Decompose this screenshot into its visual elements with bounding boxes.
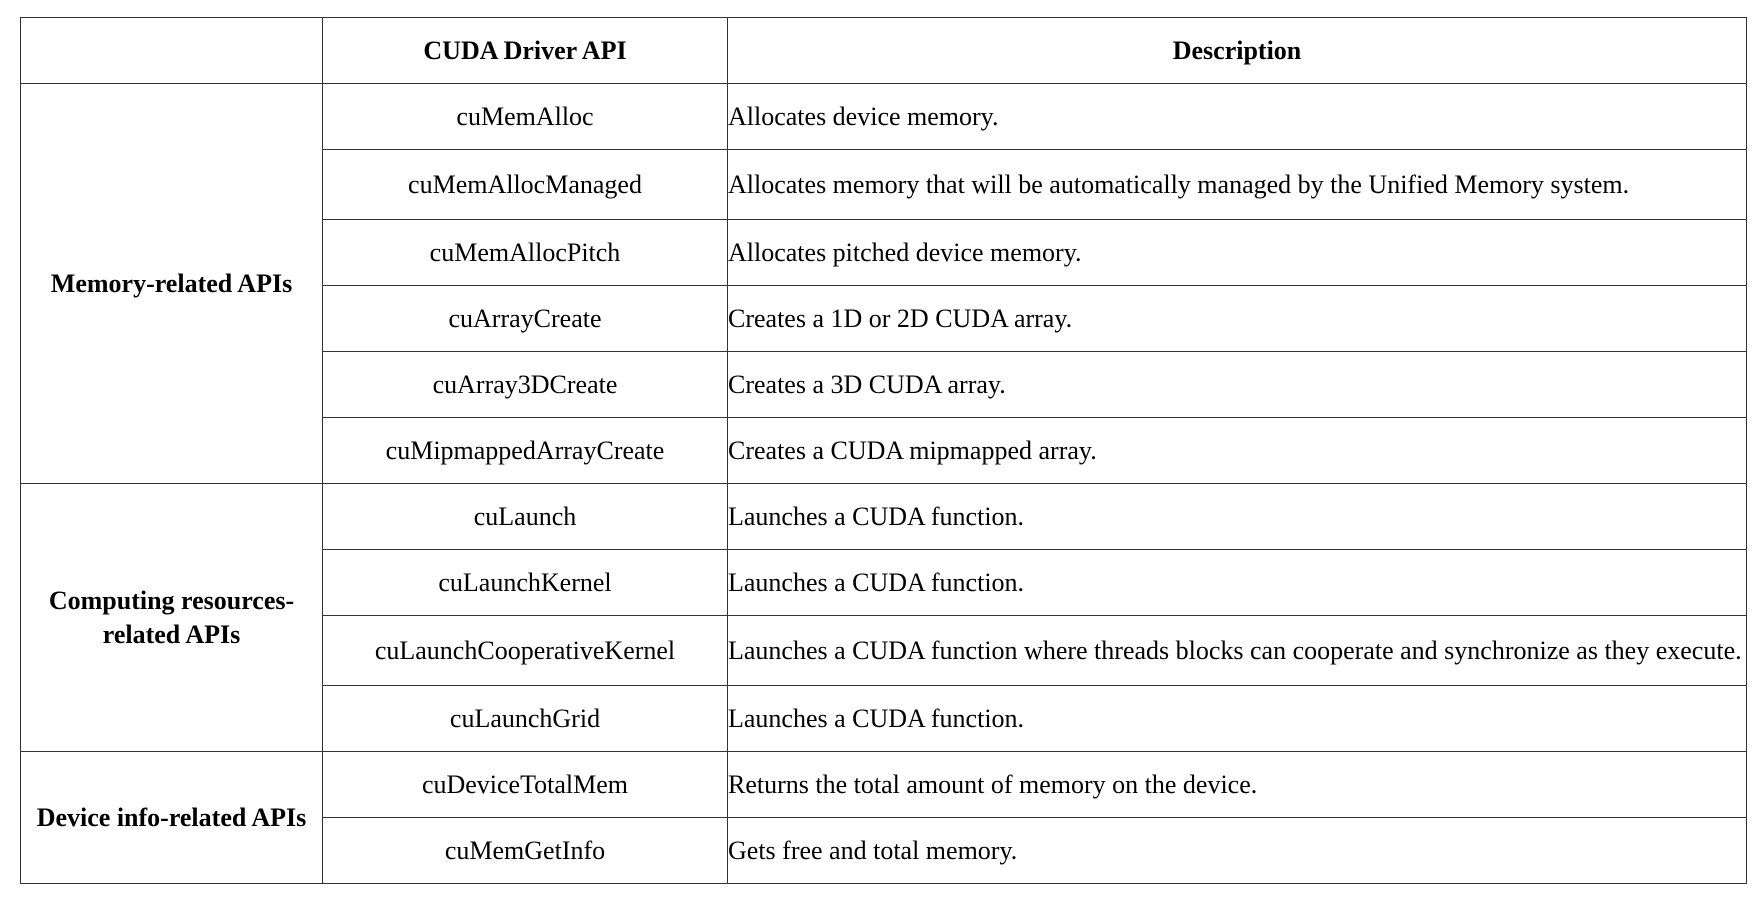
api-name: cuLaunchCooperativeKernel [322,615,728,686]
api-description: Launches a CUDA function. [727,685,1747,752]
api-name: cuLaunchGrid [322,685,728,752]
api-name: cuMemAllocManaged [322,149,728,220]
table-row: cuArrayCreate Creates a 1D or 2D CUDA ar… [21,285,1747,352]
group-label-memory: Memory-related APIs [20,83,323,484]
cuda-driver-api-table: CUDA Driver API Description Memory-relat… [20,17,1747,884]
api-description: Allocates memory that will be automatica… [727,149,1747,220]
header-row: CUDA Driver API Description [20,17,1747,84]
table-row: Device info-related APIs cuDeviceTotalMe… [20,751,1747,884]
api-name: cuLaunchKernel [322,549,728,616]
header-group [20,17,323,84]
header-description: Description [727,17,1747,84]
api-name: cuMemGetInfo [322,817,728,884]
api-description: Creates a 1D or 2D CUDA array. [727,285,1747,352]
api-name: cuArray3DCreate [322,351,728,418]
table-row: cuArray3DCreate Creates a 3D CUDA array. [21,351,1747,418]
header-api: CUDA Driver API [322,17,728,84]
api-name: cuLaunch [322,483,728,550]
api-description: Launches a CUDA function where threads b… [727,615,1747,686]
api-name: cuMemAllocPitch [322,219,728,286]
api-description: Gets free and total memory. [727,817,1747,884]
api-description: Returns the total amount of memory on th… [727,751,1747,818]
table-row: cuLaunchCooperativeKernel Launches a CUD… [21,615,1747,686]
table-row: cuLaunchGrid Launches a CUDA function. [21,685,1747,752]
api-name: cuArrayCreate [322,285,728,352]
table-row: Computing resources-related APIs cuLaunc… [20,483,1747,752]
table-row: cuMipmappedArrayCreate Creates a CUDA mi… [21,417,1747,484]
api-name: cuMemAlloc [322,83,728,150]
api-description: Launches a CUDA function. [727,483,1747,550]
table-row: cuLaunchKernel Launches a CUDA function. [21,549,1747,616]
api-description: Allocates pitched device memory. [727,219,1747,286]
table-row: cuMemGetInfo Gets free and total memory. [21,817,1747,884]
api-description: Allocates device memory. [727,83,1747,150]
api-description: Creates a 3D CUDA array. [727,351,1747,418]
api-name: cuDeviceTotalMem [322,751,728,818]
api-name: cuMipmappedArrayCreate [322,417,728,484]
api-description: Creates a CUDA mipmapped array. [727,417,1747,484]
group-label-computing: Computing resources-related APIs [20,483,323,752]
table-row: Memory-related APIs cuMemAlloc Allocates… [20,83,1747,484]
api-description: Launches a CUDA function. [727,549,1747,616]
table-row: cuMemAllocManaged Allocates memory that … [21,149,1747,220]
group-label-device-info: Device info-related APIs [20,751,323,884]
